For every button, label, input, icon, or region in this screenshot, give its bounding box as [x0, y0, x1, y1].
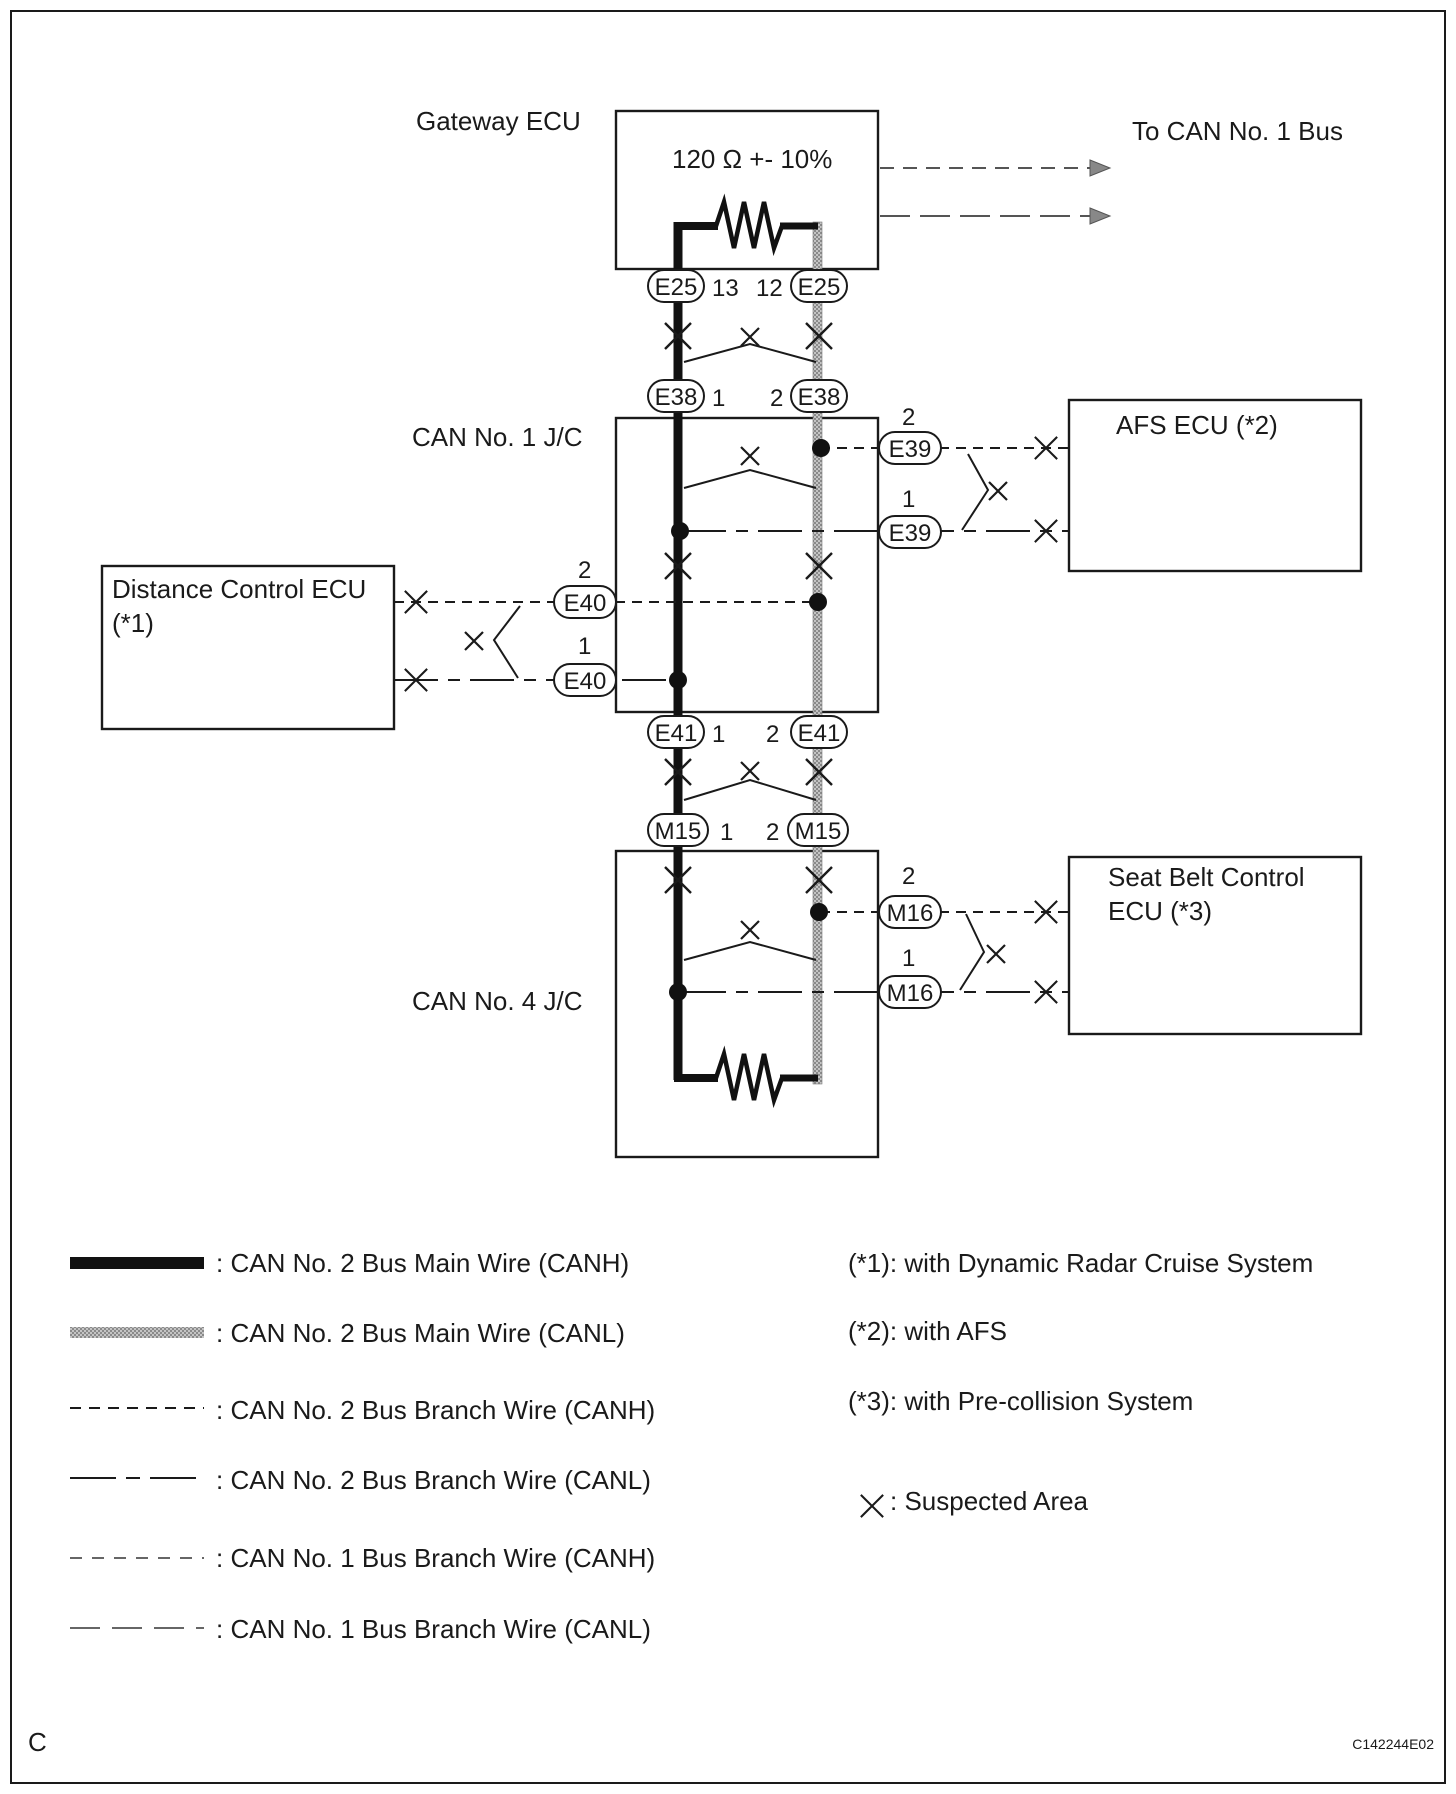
- connector-m16-bottom: [878, 975, 942, 1009]
- connector-e38-right: [790, 379, 848, 413]
- gateway-ecu-title: Gateway ECU: [416, 106, 581, 136]
- legend: : CAN No. 2 Bus Main Wire (CANH) : CAN N…: [70, 1248, 1313, 1644]
- suspect-mark-short-jc4: [740, 920, 760, 940]
- legend-branch2-canh: : CAN No. 2 Bus Branch Wire (CANH): [216, 1395, 655, 1425]
- can-no1-jc-title: CAN No. 1 J/C: [412, 422, 583, 452]
- distance-control-ecu-note: (*1): [112, 608, 154, 638]
- connector-e39-top: [878, 431, 942, 465]
- can-no1-branch-canl-arrow: [880, 207, 1112, 225]
- seat-belt-ecu-title: Seat Belt Control: [1108, 862, 1305, 892]
- pin-e41-1: 1: [712, 721, 725, 748]
- connector-e40-top: [553, 585, 617, 619]
- pin-m16-2: 2: [902, 863, 915, 890]
- suspect-mark-afs-canh: [1034, 436, 1058, 460]
- note-2: (*2): with AFS: [848, 1316, 1007, 1346]
- can-no1-branch-canh-arrow: [880, 159, 1112, 177]
- note-3: (*3): with Pre-collision System: [848, 1386, 1193, 1416]
- gateway-terminating-resistor: [674, 193, 818, 257]
- suspect-mark-short-seatbelt: [986, 944, 1006, 964]
- suspect-mark-short-e41: [740, 761, 760, 781]
- afs-canl-splice: [671, 522, 689, 540]
- seat-belt-control-ecu-box: [1067, 855, 1363, 1036]
- suspect-mark-short-jc1: [740, 446, 760, 466]
- connector-e39-top-label: E39: [889, 436, 932, 463]
- connector-m15-right-label: M15: [795, 818, 842, 845]
- legend-swatch-main-canl: [70, 1327, 204, 1338]
- legend-main-canl: : CAN No. 2 Bus Main Wire (CANL): [216, 1318, 625, 1348]
- seat-belt-ecu-note: ECU (*3): [1108, 896, 1212, 926]
- can-no4-jc-title: CAN No. 4 J/C: [412, 986, 583, 1016]
- connector-e39-bottom-label: E39: [889, 520, 932, 547]
- legend-suspect-icon: [860, 1494, 884, 1518]
- connector-e41-right: [790, 715, 848, 749]
- pin-e25-13: 13: [712, 275, 739, 302]
- connector-e40-top-label: E40: [564, 590, 607, 617]
- gateway-ecu-box: [614, 109, 880, 271]
- short-brackets: [492, 342, 990, 991]
- figure-code: C142244E02: [1352, 1736, 1434, 1752]
- corner-letter: C: [28, 1727, 47, 1757]
- canl-main-wire: [812, 221, 823, 1085]
- legend-branch2-canl: : CAN No. 2 Bus Branch Wire (CANL): [216, 1465, 651, 1495]
- connector-m16-bottom-label: M16: [887, 980, 934, 1007]
- distance-canh-splice: [809, 593, 827, 611]
- pin-e38-1: 1: [712, 385, 725, 412]
- connector-e40-bottom: [553, 663, 617, 697]
- connector-e38-right-label: E38: [798, 384, 841, 411]
- connector-m15-right: [787, 813, 849, 847]
- suspect-mark-seatbelt-canh: [1034, 900, 1058, 924]
- connector-e41-left: [647, 715, 705, 749]
- connector-e25-left-label: E25: [655, 274, 698, 301]
- pin-e25-12: 12: [756, 275, 783, 302]
- legend-suspected-area: : Suspected Area: [890, 1486, 1089, 1516]
- note-1: (*1): with Dynamic Radar Cruise System: [848, 1248, 1313, 1278]
- distance-canl-splice: [669, 671, 687, 689]
- gateway-resistor-label: 120 Ω +- 10%: [672, 144, 832, 174]
- connector-m16-top: [878, 895, 942, 929]
- afs-ecu-title: AFS ECU (*2): [1116, 410, 1278, 440]
- suspect-mark-afs-canl: [1034, 519, 1058, 543]
- legend-branch1-canl: : CAN No. 1 Bus Branch Wire (CANL): [216, 1614, 651, 1644]
- suspect-mark-short-distance: [464, 631, 484, 651]
- legend-main-canh: : CAN No. 2 Bus Main Wire (CANH): [216, 1248, 629, 1278]
- connector-e41-right-label: E41: [798, 720, 841, 747]
- seatbelt-canl-splice: [669, 983, 687, 1001]
- connector-m16-top-label: M16: [887, 900, 934, 927]
- suspect-mark-distance-canh: [404, 590, 428, 614]
- connector-e40-bottom-label: E40: [564, 668, 607, 695]
- pin-e39-1: 1: [902, 486, 915, 513]
- pin-e40-2: 2: [578, 557, 591, 584]
- connector-e25-right: [790, 269, 848, 303]
- legend-branch1-canh: : CAN No. 1 Bus Branch Wire (CANH): [216, 1543, 655, 1573]
- connector-e25-right-label: E25: [798, 274, 841, 301]
- connector-m15-left: [647, 813, 709, 847]
- suspect-mark-short-afs: [988, 481, 1008, 501]
- afs-canh-splice: [812, 439, 830, 457]
- pin-e40-1: 1: [578, 633, 591, 660]
- distance-control-ecu-box: [100, 564, 396, 731]
- suspect-mark-seatbelt-canl: [1034, 980, 1058, 1004]
- outer-frame: [10, 10, 1446, 1784]
- pin-m15-2: 2: [766, 819, 779, 846]
- pin-e39-2: 2: [902, 404, 915, 431]
- jc4-terminating-resistor: [674, 1045, 818, 1109]
- pin-e38-2: 2: [770, 385, 783, 412]
- seatbelt-canh-splice: [810, 903, 828, 921]
- connector-m15-left-label: M15: [655, 818, 702, 845]
- connector-e38-left: [647, 379, 705, 413]
- pin-m15-1: 1: [720, 819, 733, 846]
- connector-e39-bottom: [878, 515, 942, 549]
- to-can-no1-bus-label: To CAN No. 1 Bus: [1132, 116, 1343, 146]
- pin-e41-2: 2: [766, 721, 779, 748]
- distance-control-ecu-title: Distance Control ECU: [112, 574, 366, 604]
- connector-e25-left: [647, 269, 705, 303]
- can-no1-jc-box: [614, 416, 880, 714]
- connector-e41-left-label: E41: [655, 720, 698, 747]
- connector-e38-left-label: E38: [655, 384, 698, 411]
- connector-tags: [553, 269, 942, 1009]
- can-no4-jc-box: [614, 849, 880, 1159]
- pin-m16-1: 1: [902, 945, 915, 972]
- afs-ecu-box: [1067, 398, 1363, 573]
